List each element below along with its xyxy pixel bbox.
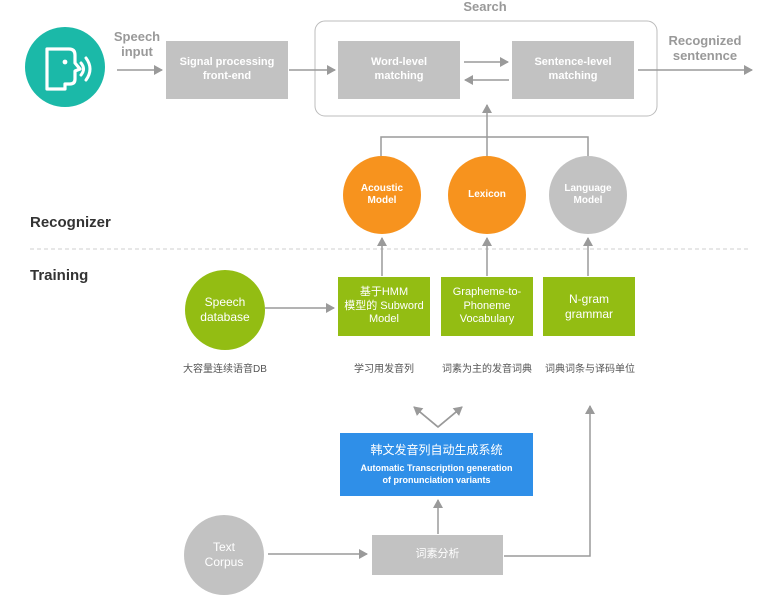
atg-sub-line1: Automatic Transcription generation: [360, 463, 513, 474]
g2p-line2: Phoneme: [463, 299, 511, 312]
split-arrow-left: [413, 406, 439, 428]
ngram-line2: grammar: [564, 306, 613, 321]
learn-caption: 学习用发音列: [354, 364, 414, 375]
sentence-level-box: Sentence-level matching: [512, 41, 634, 99]
word-line1: Word-level: [370, 56, 428, 69]
language-model-circle: Language Model: [549, 156, 627, 234]
recognizer-heading: Recognizer: [30, 214, 111, 231]
g2p-vocabulary-box: Grapheme-to- Phoneme Vocabulary: [441, 277, 533, 336]
morpheme-analysis-box: 词素分析: [372, 535, 503, 575]
recognized-output-label: Recognized sentennce: [660, 33, 750, 64]
g2p-line1: Grapheme-to-: [452, 285, 522, 298]
atg-system-box: 韩文发音列自动生成系统 Automatic Transcription gene…: [340, 433, 533, 496]
ngram-grammar-box: N-gram grammar: [543, 277, 635, 336]
signal-line2: front-end: [202, 70, 252, 82]
speech-database-circle: Speech database: [185, 270, 265, 350]
split-arrow-right: [437, 406, 463, 428]
atg-title: 韩文发音列自动生成系统: [370, 443, 503, 458]
language-line1: Language: [564, 182, 612, 194]
speech-input-label: Speech input: [112, 29, 162, 60]
signal-processing-box: Signal processing front-end: [166, 41, 288, 99]
training-heading: Training: [30, 267, 89, 284]
search-container: [314, 20, 658, 117]
models-merge-line: [380, 136, 589, 156]
db-caption: 大容量连续语音DB: [183, 364, 267, 375]
signal-line1: Signal processing: [179, 56, 275, 69]
speech-db-line2: database: [200, 310, 250, 324]
speech-input-line2: input: [121, 43, 153, 59]
recognized-line1: Recognized: [668, 33, 742, 48]
hmm-line2: 模型的 Subword: [344, 299, 424, 312]
speaking-head-icon: [45, 47, 92, 91]
search-label: Search: [463, 0, 507, 14]
vocab-caption: 词素为主的发音词典: [442, 364, 532, 375]
lexicon-label: Lexicon: [468, 188, 506, 200]
hmm-line1: 基于HMM: [359, 285, 409, 298]
speaker-circle: [25, 27, 105, 107]
sentence-line1: Sentence-level: [534, 56, 612, 69]
morph-label: 词素分析: [415, 548, 460, 561]
corpus-line1: Text: [212, 540, 235, 554]
word-line2: matching: [374, 70, 424, 82]
lexicon-circle: Lexicon: [448, 156, 526, 234]
acoustic-line2: Model: [367, 195, 397, 206]
acoustic-model-circle: Acoustic Model: [343, 156, 421, 234]
arrow-morph-to-grammar: [504, 405, 595, 557]
text-corpus-circle: Text Corpus: [184, 515, 264, 595]
hmm-subword-box: 基于HMM 模型的 Subword Model: [338, 277, 430, 336]
ngram-line1: N-gram: [568, 291, 609, 306]
sentence-line2: matching: [548, 70, 598, 82]
acoustic-line1: Acoustic: [360, 182, 404, 194]
g2p-line3: Vocabulary: [459, 313, 515, 326]
corpus-line2: Corpus: [204, 555, 244, 569]
atg-sub-line2: of pronunciation variants: [382, 474, 491, 485]
speech-db-line1: Speech: [204, 295, 246, 309]
word-level-box: Word-level matching: [338, 41, 460, 99]
hmm-line3: Model: [369, 313, 399, 326]
recognized-line2: sentennce: [672, 47, 738, 63]
split-arrow-lines: [413, 406, 463, 428]
language-line2: Model: [573, 195, 603, 206]
grammar-caption: 词典词条与译码单位: [545, 364, 635, 375]
speech-input-line1: Speech: [113, 29, 161, 44]
